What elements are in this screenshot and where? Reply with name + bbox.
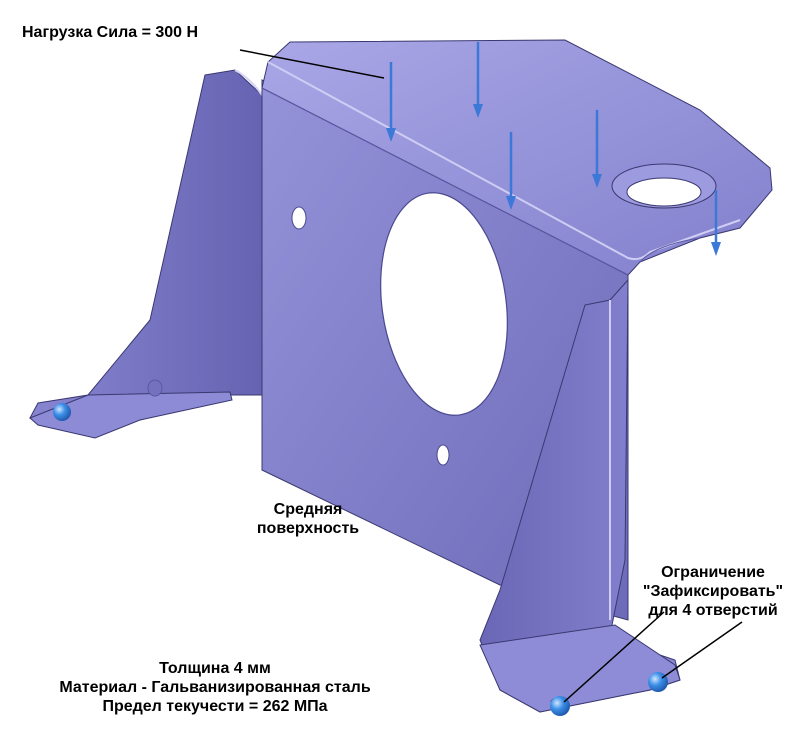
constraint-label: Ограничение "Зафиксировать" для 4 отверс… <box>628 563 798 620</box>
material-label-line: Материал - Гальванизированная сталь <box>59 679 371 696</box>
force-arrows <box>386 42 721 256</box>
left-leg <box>29 69 263 439</box>
midsurface-label: Средняя поверхность <box>238 500 378 538</box>
constraint-label-line: для 4 отверстий <box>648 602 778 619</box>
center-hole <box>380 192 508 416</box>
top-flange <box>261 39 773 276</box>
material-label-line: Толщина 4 мм <box>159 660 271 677</box>
material-label-line: Предел текучести = 262 МПа <box>102 698 328 715</box>
small-hole-bottom <box>436 444 450 466</box>
force-arrow-icon <box>711 190 721 256</box>
load-label: Нагрузка Сила = 300 Н <box>22 24 199 41</box>
midsurface-label-line: поверхность <box>256 520 360 537</box>
force-arrow-icon <box>473 42 483 118</box>
constraint-label-line: Ограничение <box>661 564 765 581</box>
fixed-constraint-icon <box>53 403 71 421</box>
midsurface-label-line: Средняя <box>273 501 343 518</box>
force-arrow-icon <box>386 62 396 142</box>
small-hole-left <box>291 206 307 230</box>
constraint-leader <box>563 611 665 703</box>
material-label: Толщина 4 мм Материал - Гальванизированн… <box>30 659 400 716</box>
constraint-label-line: "Зафиксировать" <box>642 583 784 600</box>
constraint-leader <box>661 621 743 679</box>
force-arrow-icon <box>506 132 516 210</box>
load-leader <box>239 49 385 79</box>
force-arrow-icon <box>592 110 602 188</box>
